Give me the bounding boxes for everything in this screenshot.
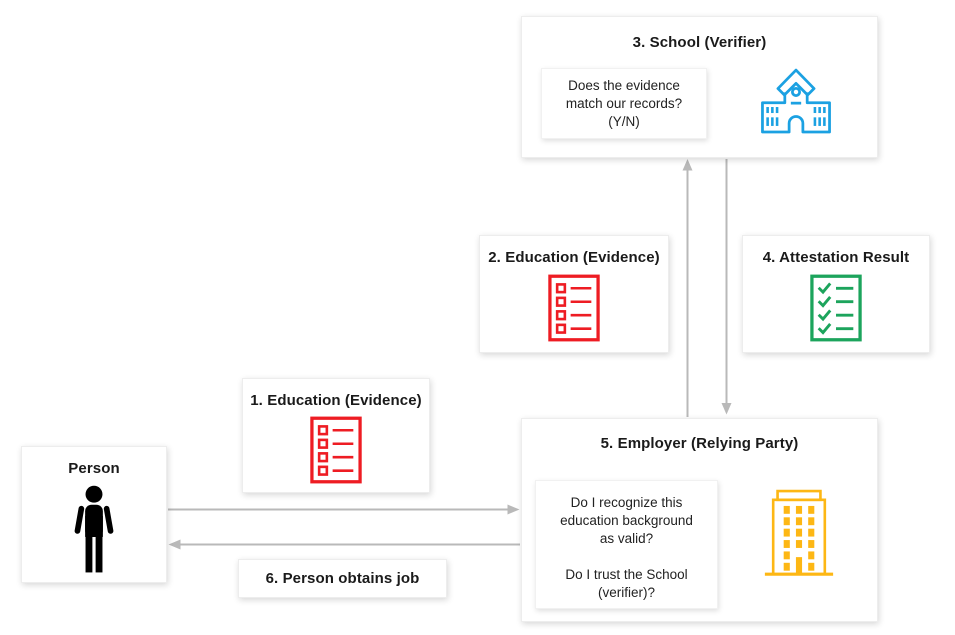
box-person: Person — [21, 446, 167, 583]
school-building-icon — [761, 68, 831, 134]
school-question-note: Does the evidence match our records? (Y/… — [541, 68, 707, 139]
box-title: 4. Attestation Result — [762, 249, 910, 266]
arrowhead-left — [168, 539, 181, 550]
note-line: Do I trust the School — [565, 567, 688, 582]
box-person-obtains-job: 6. Person obtains job — [238, 559, 447, 598]
box-employer-relying-party: 5. Employer (Relying Party) Do I recogni… — [521, 418, 878, 622]
arrowhead-up — [682, 159, 693, 171]
person-icon — [74, 485, 114, 573]
box-title: 3. School (Verifier) — [632, 34, 767, 51]
office-building-icon — [764, 489, 834, 576]
box-title: 2. Education (Evidence) — [488, 249, 660, 266]
box-title: 1. Education (Evidence) — [250, 392, 422, 409]
note-line: match our records? — [565, 96, 683, 111]
note-line: as valid? — [599, 531, 654, 546]
note-line: Does the evidence — [568, 78, 680, 93]
checklist-checked-icon — [810, 274, 862, 342]
box-school-verifier: 3. School (Verifier) Does the evidence m… — [521, 16, 878, 158]
note-line: (Y/N) — [608, 114, 640, 129]
box-title: 6. Person obtains job — [265, 570, 420, 587]
box-title: 5. Employer (Relying Party) — [600, 435, 799, 452]
box-education-evidence-2: 2. Education (Evidence) — [479, 235, 669, 353]
note-line: Do I recognize this — [570, 495, 683, 510]
checklist-icon — [310, 416, 362, 484]
arrowhead-down — [721, 403, 732, 415]
employer-question-note: Do I recognize this education background… — [535, 480, 718, 609]
arrowhead-right — [507, 504, 520, 515]
box-attestation-result: 4. Attestation Result — [742, 235, 930, 353]
note-spacer — [536, 548, 717, 566]
note-line: education background — [560, 513, 693, 528]
box-education-evidence-1: 1. Education (Evidence) — [242, 378, 430, 493]
checklist-icon — [548, 274, 600, 342]
note-line: (verifier)? — [597, 585, 655, 600]
box-title: Person — [68, 460, 120, 477]
